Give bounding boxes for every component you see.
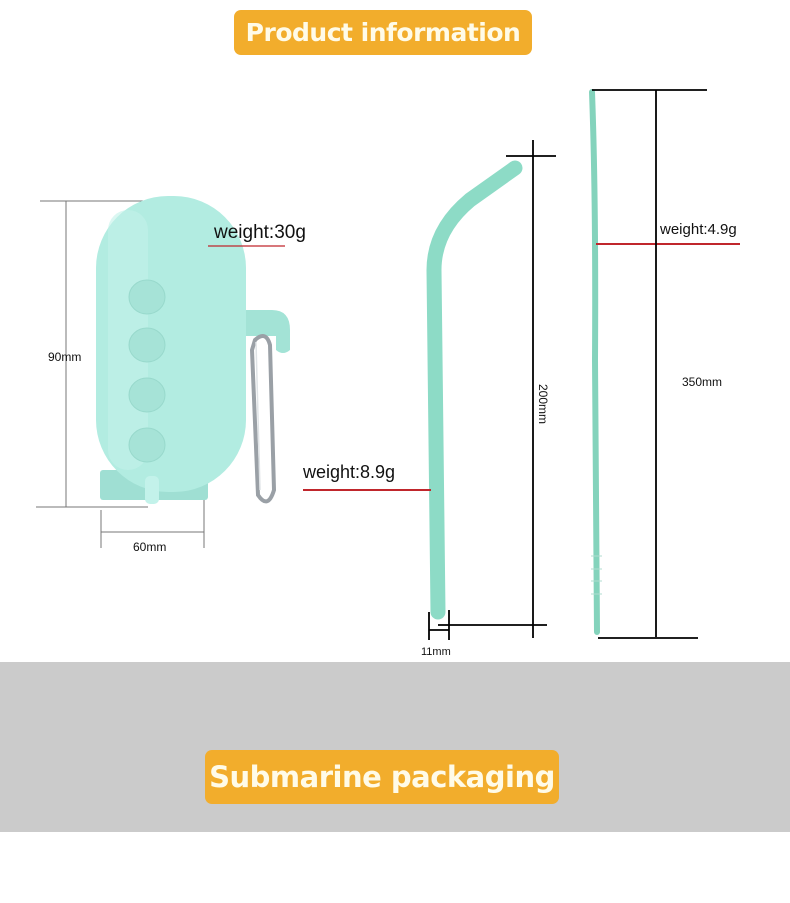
submarine-case-image [96,196,290,504]
long-straw-rings [591,555,602,595]
case-dimension-lines [36,200,205,548]
section-title: Submarine packaging [209,760,555,794]
product-illustration [36,89,740,640]
bent-straw-diameter-label: 11mm [421,646,451,658]
long-straw-image [589,89,600,635]
long-straw-weight-label: weight:4.9g [660,221,737,238]
case-height-label: 90mm [48,350,82,364]
banner-title: Product information [245,18,521,47]
submarine-packaging-banner: Submarine packaging [205,750,559,804]
case-width-label: 60mm [133,540,167,554]
long-straw-length-label: 350mm [682,375,723,389]
section-band [0,662,790,832]
bent-straw-length-label: 200mm [536,384,550,425]
bent-straw-dimension-lines [428,140,556,640]
bent-straw-image [426,160,523,620]
case-weight-label: weight:30g [214,222,306,243]
product-information-banner: Product information [234,10,532,55]
long-straw-dimension-lines [592,89,707,639]
bent-straw-weight-label: weight:8.9g [303,462,396,482]
